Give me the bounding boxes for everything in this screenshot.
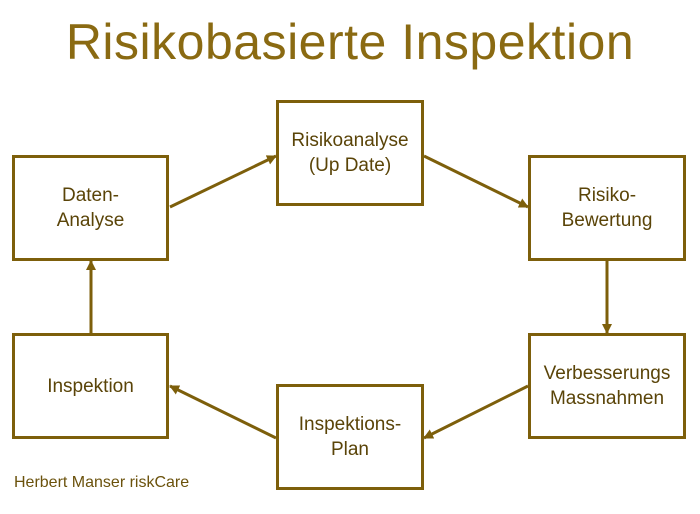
node-verbesserungs-massnahmen: Verbesserungs Massnahmen xyxy=(528,333,686,439)
arrow-daten-to-risikoanalyse xyxy=(169,154,277,209)
node-risiko-bewertung: Risiko- Bewertung xyxy=(528,155,686,261)
node-inspektion: Inspektion xyxy=(12,333,169,439)
diagram-title: Risikobasierte Inspektion xyxy=(65,14,635,70)
arrow-risikoanalyse-to-bewertung xyxy=(423,154,529,209)
arrow-plan-to-inspektion xyxy=(169,384,277,440)
node-inspektions-plan: Inspektions- Plan xyxy=(276,384,424,490)
author-credit: Herbert Manser riskCare xyxy=(14,474,190,491)
node-daten-analyse: Daten- Analyse xyxy=(12,155,169,261)
arrow-verbesserung-to-plan xyxy=(423,384,529,440)
node-risikoanalyse: Risikoanalyse (Up Date) xyxy=(276,100,424,206)
